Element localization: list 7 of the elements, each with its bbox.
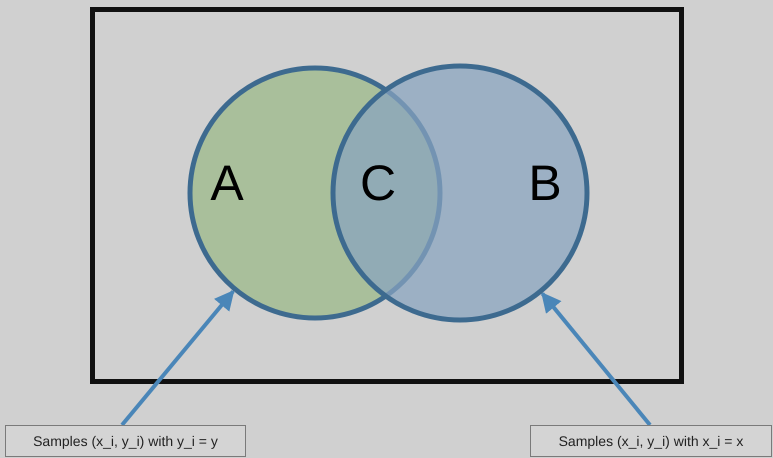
venn-circle bbox=[330, 63, 590, 323]
callout-box: Samples (x_i, y_i) with x_i = x bbox=[530, 425, 772, 457]
region-label: C bbox=[360, 158, 396, 208]
callout-box: Samples (x_i, y_i) with y_i = y bbox=[5, 425, 246, 457]
frame-box bbox=[90, 7, 684, 384]
set-label: B bbox=[528, 158, 562, 208]
set-label: A bbox=[210, 158, 244, 208]
